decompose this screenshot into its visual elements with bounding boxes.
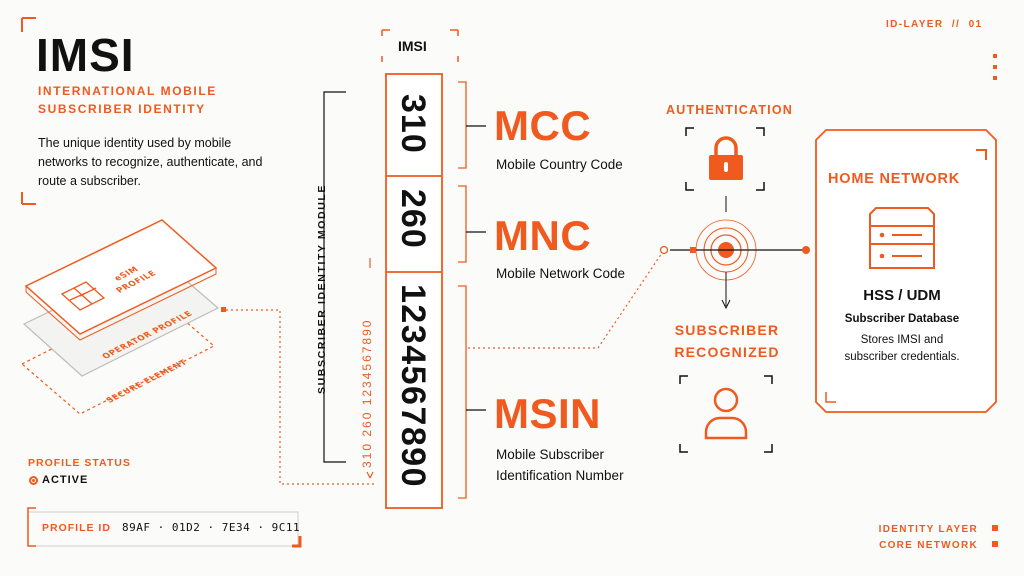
corner-tag: ID-LAYER // 01 — [886, 19, 983, 30]
home-network-label: HOME NETWORK — [828, 171, 961, 187]
page-description: The unique identity used by mobile netwo… — [38, 136, 263, 188]
footer-identity-layer: IDENTITY LAYER — [878, 524, 978, 535]
imsi-label: IMSI — [398, 38, 427, 54]
mcc-name: Mobile Country Code — [496, 157, 623, 172]
target-icon — [670, 196, 810, 310]
lock-icon — [709, 136, 743, 180]
user-frame — [679, 375, 773, 453]
subscriber-recognized-line2: RECOGNIZED — [674, 344, 780, 360]
hss-subtitle: Subscriber Database — [844, 313, 960, 325]
sim-module-label: SUBSCRIBER IDENTITY MODULE — [316, 184, 328, 394]
msin-name: Mobile Subscriber Identification Number — [496, 447, 624, 483]
user-icon — [704, 387, 748, 440]
home-network-frame — [815, 129, 997, 413]
sim-card-stack — [20, 219, 220, 415]
mnc-code: MNC — [494, 212, 592, 259]
imsi-full-number: 310 260 1234567890 — [360, 318, 374, 468]
footer-marker — [992, 525, 998, 531]
corner-bracket — [21, 192, 36, 205]
mnc-digits: 260 — [394, 189, 432, 249]
imsi-bar — [385, 73, 443, 509]
msin-digits: 1234567890 — [394, 284, 432, 489]
subscriber-recognized-line1: SUBSCRIBER — [674, 322, 780, 338]
profile-id-label: PROFILE ID — [42, 522, 111, 534]
lock-frame — [685, 127, 765, 191]
msin-code: MSIN — [494, 390, 601, 437]
hss-title: HSS / UDM — [863, 287, 941, 304]
mcc-digits: 310 — [394, 94, 432, 154]
footer-core-network: CORE NETWORK — [879, 540, 978, 551]
server-icon — [869, 207, 935, 269]
hss-description-line1: Stores IMSI and — [860, 334, 944, 346]
profile-status-value: ACTIVE — [42, 474, 89, 486]
profile-status-label: PROFILE STATUS — [28, 457, 131, 469]
menu-dots-icon — [993, 54, 997, 58]
page-subtitle-line2: SUBSCRIBER IDENTITY — [38, 102, 206, 116]
sim-chip-icon — [60, 281, 106, 311]
page-subtitle-line1: INTERNATIONAL MOBILE — [38, 84, 217, 98]
page-title: IMSI — [36, 29, 135, 81]
authentication-label: AUTHENTICATION — [666, 103, 793, 117]
footer-marker — [992, 541, 998, 547]
hss-description-line2: subscriber credentials. — [844, 351, 960, 363]
mnc-name: Mobile Network Code — [496, 266, 626, 281]
corner-bracket — [21, 17, 36, 32]
status-dot-icon — [29, 476, 38, 485]
mcc-code: MCC — [494, 102, 592, 149]
profile-id-value: 89AF · 01D2 · 7E34 · 9C11 — [122, 521, 301, 534]
